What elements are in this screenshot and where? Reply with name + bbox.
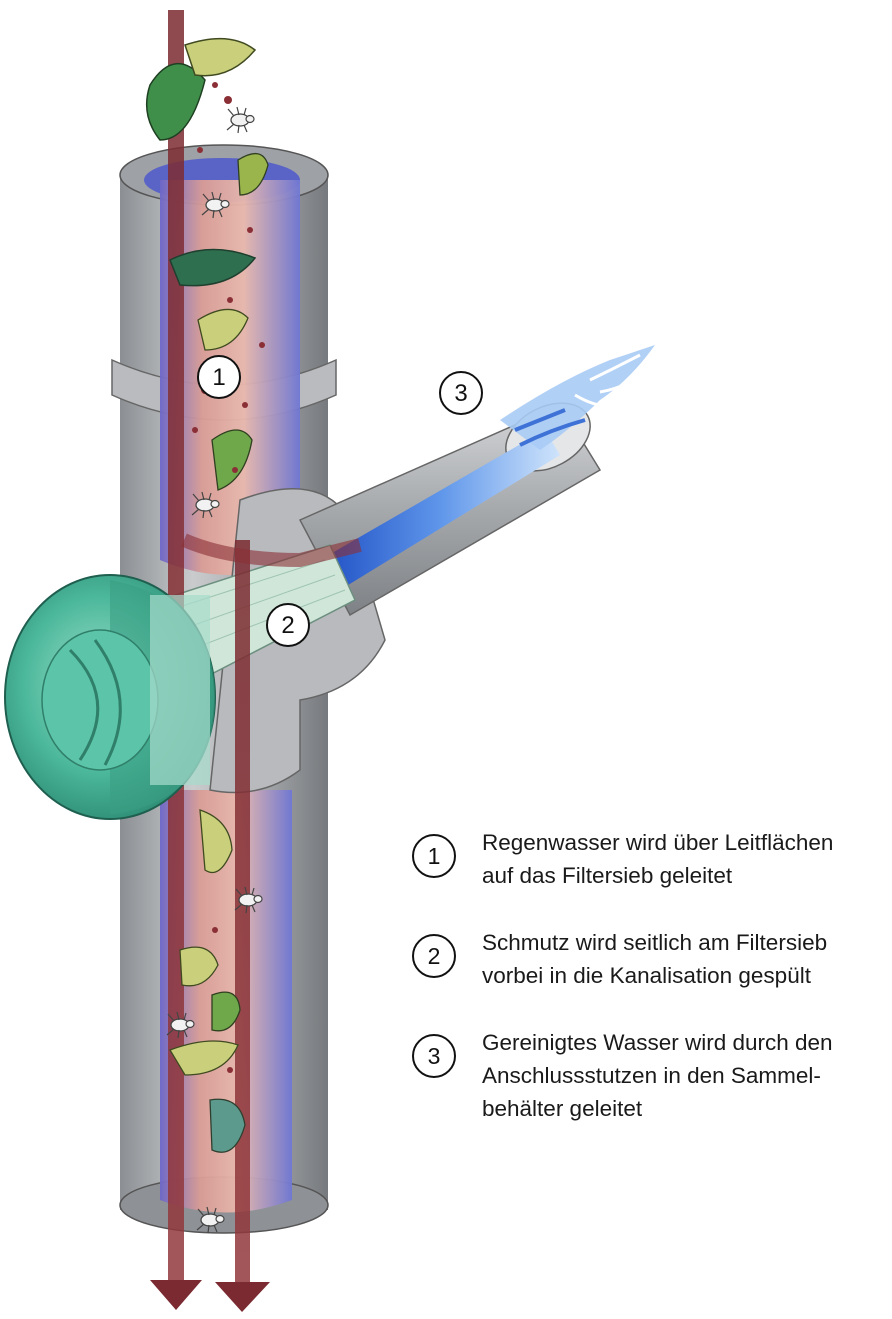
legend-text: Schmutz wird seitlich am Filtersieb vorb… [482,926,827,992]
legend-text: Gereinigtes Wasser wird durch den Anschl… [482,1026,833,1125]
leaf-icon [145,37,269,1153]
legend-item-3: 3 Gereinigtes Wasser wird durch den Ansc… [412,1026,892,1125]
filter-cap [4,574,216,820]
svg-text:3: 3 [454,380,467,407]
legend-text: Regenwasser wird über Leitflächen auf da… [482,826,833,892]
clean-water-jet [500,345,655,450]
marker-2: 2 [266,603,310,647]
legend-line: Regenwasser wird über Leitflächen [482,830,834,855]
legend-line: vorbei in die Kanalisation gespült [482,963,811,988]
svg-text:1: 1 [212,364,225,391]
legend-number: 1 [412,834,456,878]
legend-line: Gereinigtes Wasser wird durch den [482,1030,833,1055]
legend-item-2: 2 Schmutz wird seitlich am Filtersieb vo… [412,926,892,992]
legend-item-1: 1 Regenwasser wird über Leitflächen auf … [412,826,892,892]
marker-3: 3 [439,371,483,415]
legend-line: behälter geleitet [482,1096,643,1121]
legend-line: Schmutz wird seitlich am Filtersieb [482,930,828,955]
legend-number: 3 [412,1034,456,1078]
marker-1: 1 [197,355,241,399]
legend-number: 2 [412,934,456,978]
legend-line: auf das Filtersieb geleitet [482,863,733,888]
legend-line: Anschlussstutzen in den Sammel- [482,1063,821,1088]
legend: 1 Regenwasser wird über Leitflächen auf … [412,826,892,1159]
svg-text:2: 2 [281,612,294,639]
